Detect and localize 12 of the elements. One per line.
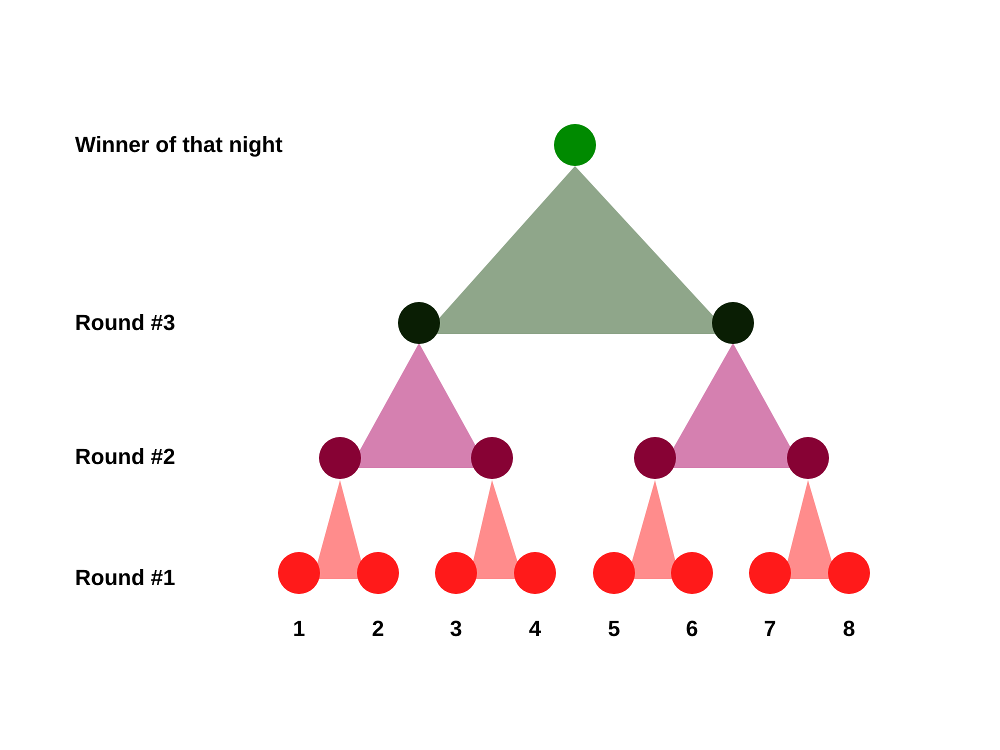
- seed-number: 2: [372, 618, 384, 640]
- seed-number: 3: [450, 618, 462, 640]
- seed-number: 7: [764, 618, 776, 640]
- round-label: Round #3: [75, 312, 176, 334]
- round-label: Round #2: [75, 446, 176, 468]
- seed-number: 5: [608, 618, 620, 640]
- seed-number: 4: [528, 618, 542, 640]
- seed-number: 6: [686, 618, 698, 640]
- seed-number: 1: [292, 618, 306, 640]
- seed-number: 8: [842, 618, 856, 640]
- round-label: Winner of that night: [75, 134, 283, 156]
- round-label: Round #1: [75, 567, 176, 589]
